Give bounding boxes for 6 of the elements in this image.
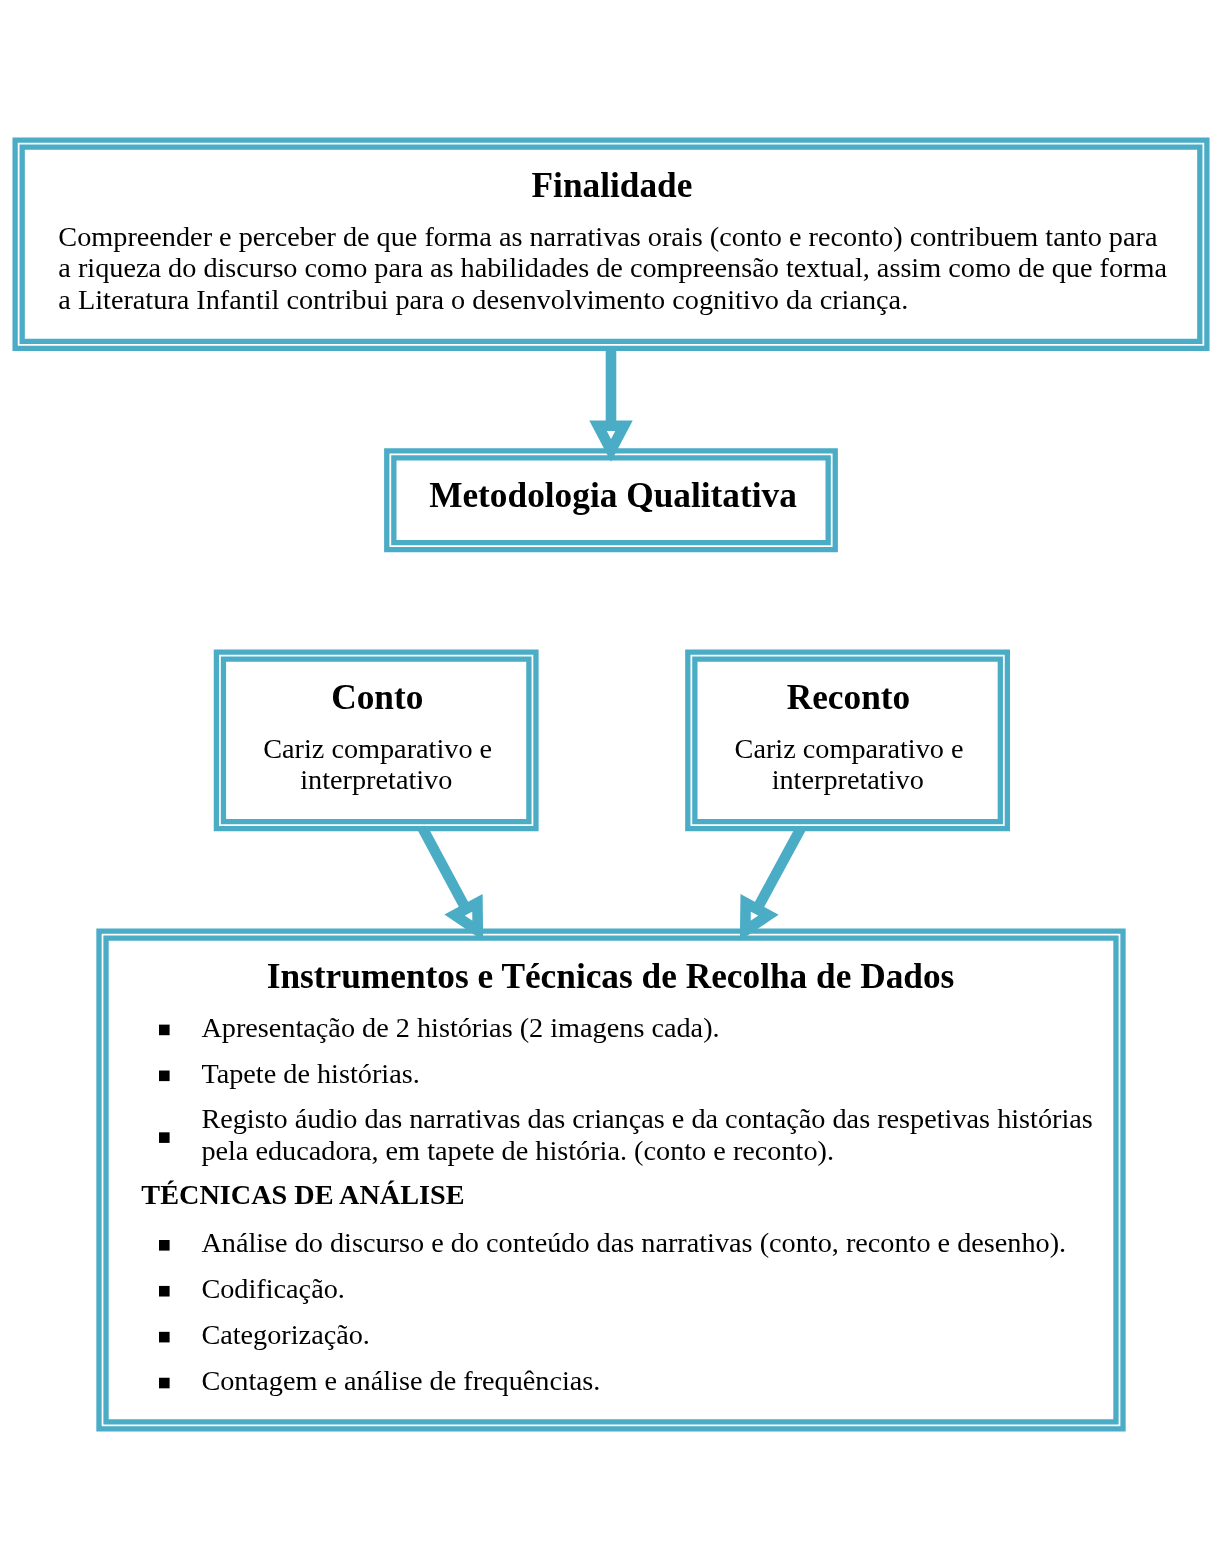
arrow [589,348,633,462]
node-box: Reconto Cariz comparativo e interpretativo [685,648,1010,831]
node-box: Conto Cariz comparativo e interpretativo [213,648,539,831]
node-box: Instrumentos e Técnicas de Recolha de Dados Apresentação de 2 histórias (2 imagens cada). Tapete de histórias. Registo áudio das narrativas das crianças e da contação das respetivas histórias pela educadora, em tapete de história. (conto e reconto). TÉCNICAS DE ANÁLISE Análise do discurso e do conteúdo das narrativas (conto, reconto e desenho). Codificação. Categorização. Contagem e análise de frequências. [96,927,1126,1432]
node-box: Finalidade Compreender e perceber de que forma as narrativas orais (conto e reconto) contribuem tanto para a riqueza do discurso como para as habilidades de compreensão textual, assim como de que forma a Literatura Infantil contribui para o desenvolvimento cognitivo da criança. [12,136,1210,351]
node-box: Metodologia Qualitativa [384,447,838,552]
